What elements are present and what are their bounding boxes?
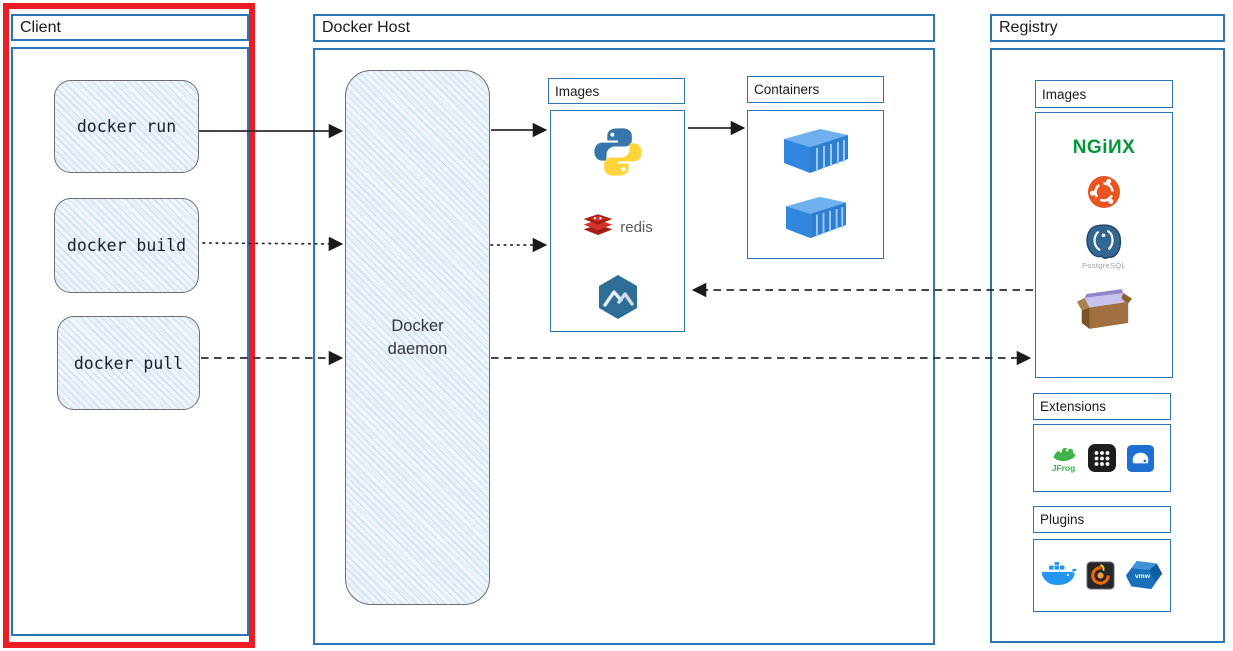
extensions-title: Extensions [1040, 399, 1107, 414]
client-group: Client docker run docker build docker pu… [3, 3, 255, 648]
docker-run-label: docker run [76, 117, 177, 136]
postgresql-icon [1086, 224, 1122, 260]
busybox-icon [1076, 289, 1133, 329]
jfrog-item: JFrog [1050, 444, 1078, 473]
grafana-icon [1085, 561, 1115, 590]
docker-run-node: docker run [54, 80, 199, 173]
plugins-body: vmw [1033, 539, 1171, 612]
redis-label: redis [620, 218, 653, 236]
registry-titlebar: Registry [990, 14, 1225, 42]
client-titlebar: Client [11, 14, 249, 41]
docker-host-group: Docker Host Docker daemon Images [313, 14, 935, 645]
client-body: docker run docker build docker pull [11, 47, 249, 636]
redis-icon [583, 214, 613, 235]
redis-item: redis [582, 213, 653, 241]
jfrog-icon [1052, 447, 1075, 461]
vmware-icon: vmw [1125, 560, 1162, 590]
registry-images-titlebar: Images [1035, 80, 1173, 108]
docker-host-title: Docker Host [322, 19, 411, 36]
extensions-body: JFrog [1033, 424, 1171, 492]
client-title: Client [20, 18, 61, 36]
disk-app-icon [1126, 444, 1154, 472]
plugins-titlebar: Plugins [1033, 506, 1171, 533]
container-icon [785, 196, 846, 239]
registry-title: Registry [999, 19, 1058, 36]
docker-daemon-label: Docker daemon [387, 317, 448, 358]
container-icon [783, 129, 848, 173]
docker-daemon-node: Docker daemon [345, 70, 490, 605]
jfrog-label: JFrog [1051, 462, 1076, 473]
docker-build-node: docker build [54, 198, 199, 293]
containers-body [747, 110, 884, 259]
nginx-icon: NGiИX [1072, 137, 1136, 158]
alpine-icon [598, 275, 637, 319]
postgresql-item: PostgreSQL [1082, 223, 1126, 270]
vmware-label: vmw [1134, 573, 1150, 580]
containers-title: Containers [754, 82, 820, 97]
host-images-title: Images [555, 83, 600, 99]
registry-images-body: NGiИX PostgreSQL [1035, 112, 1173, 378]
registry-images-title: Images [1042, 86, 1087, 102]
docker-pull-label: docker pull [73, 353, 184, 373]
docker-whale-icon [1041, 562, 1077, 585]
docker-build-label: docker build [66, 236, 187, 255]
grid-app-icon [1087, 444, 1116, 472]
host-images-titlebar: Images [548, 78, 685, 104]
ubuntu-icon [1088, 176, 1120, 208]
registry-group: Registry Images NGiИX [990, 14, 1225, 643]
extensions-titlebar: Extensions [1033, 393, 1171, 420]
host-images-body: redis [550, 110, 685, 332]
plugins-title: Plugins [1040, 512, 1085, 527]
postgresql-label: PostgreSQL [1082, 261, 1126, 270]
docker-pull-node: docker pull [57, 316, 200, 410]
docker-host-titlebar: Docker Host [313, 14, 935, 42]
containers-titlebar: Containers [747, 76, 884, 103]
python-icon [593, 128, 642, 176]
